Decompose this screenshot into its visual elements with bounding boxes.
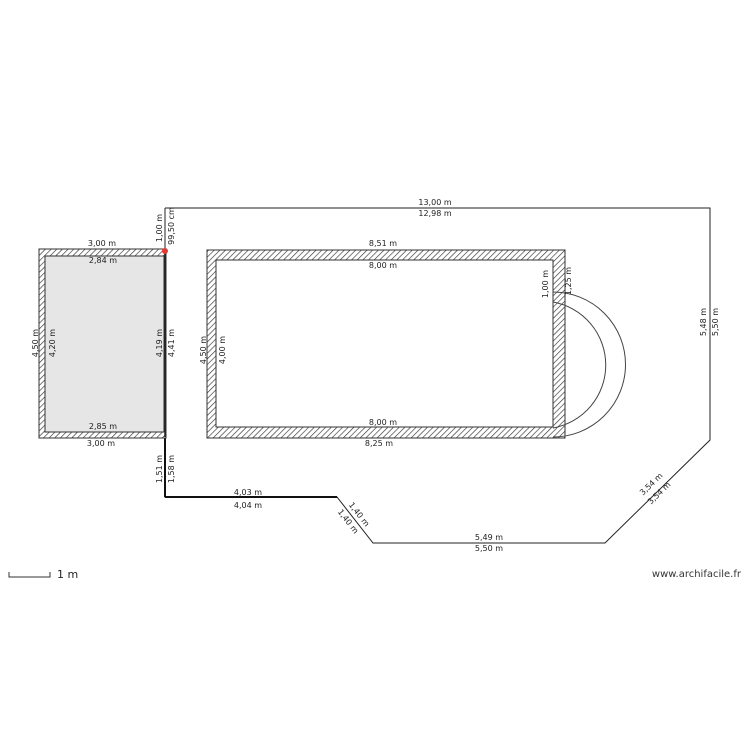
corner-marker xyxy=(162,248,168,254)
dim-pool-bottom-inner: 8,00 m xyxy=(369,418,397,427)
dim-pool-left-outer: 4,50 m xyxy=(199,336,208,364)
dim-left-room-bottom-outer: 3,00 m xyxy=(87,439,115,448)
dim-left-room-left-inner: 4,20 m xyxy=(48,329,57,357)
dim-pool-right-a: 1,00 m xyxy=(541,270,550,298)
dim-left-room-bottom-inner: 2,85 m xyxy=(89,422,117,431)
dim-left-room-right-outer: 4,41 m xyxy=(167,329,176,357)
pool-apse-outer xyxy=(552,291,626,438)
dim-terrace-top-a: 13,00 m xyxy=(418,198,451,207)
dim-pool-left-inner: 4,00 m xyxy=(218,336,227,364)
dim-pool-top-outer: 8,51 m xyxy=(369,239,397,248)
dim-pool-right-b: 1,25 m xyxy=(564,267,573,295)
dim-left-room-top-outer: 3,00 m xyxy=(88,239,116,248)
scale-bar xyxy=(8,572,51,578)
scale-label: 1 m xyxy=(57,568,78,581)
site-watermark: www.archifacile.fr xyxy=(652,569,742,580)
pool-basin xyxy=(215,259,554,428)
pool-apse-inner xyxy=(552,301,607,429)
dim-terrace-upper-left-a: 1,00 m xyxy=(155,214,164,242)
dim-left-room-left-outer: 4,50 m xyxy=(31,329,40,357)
dim-terrace-lower-left-a: 4,03 m xyxy=(234,488,262,497)
dim-terrace-bottom-a: 5,49 m xyxy=(475,533,503,542)
dim-pool-bottom-outer: 8,25 m xyxy=(365,439,393,448)
left-room-floor xyxy=(44,255,165,433)
dim-terrace-top-b: 12,98 m xyxy=(418,209,451,218)
dim-terrace-lower-vert-b: 1,58 m xyxy=(167,455,176,483)
dim-terrace-lower-vert-a: 1,51 m xyxy=(155,455,164,483)
dim-terrace-upper-left-b: 99,50 cm xyxy=(167,207,176,245)
dim-terrace-bottom-b: 5,50 m xyxy=(475,544,503,553)
dim-terrace-right-b: 5,50 m xyxy=(711,308,720,336)
dim-left-room-right-inner: 4,19 m xyxy=(155,329,164,357)
dim-left-room-top-inner: 2,84 m xyxy=(89,256,117,265)
dim-terrace-lower-left-b: 4,04 m xyxy=(234,501,262,510)
dim-pool-top-inner: 8,00 m xyxy=(369,261,397,270)
dim-terrace-right-a: 5,48 m xyxy=(699,308,708,336)
